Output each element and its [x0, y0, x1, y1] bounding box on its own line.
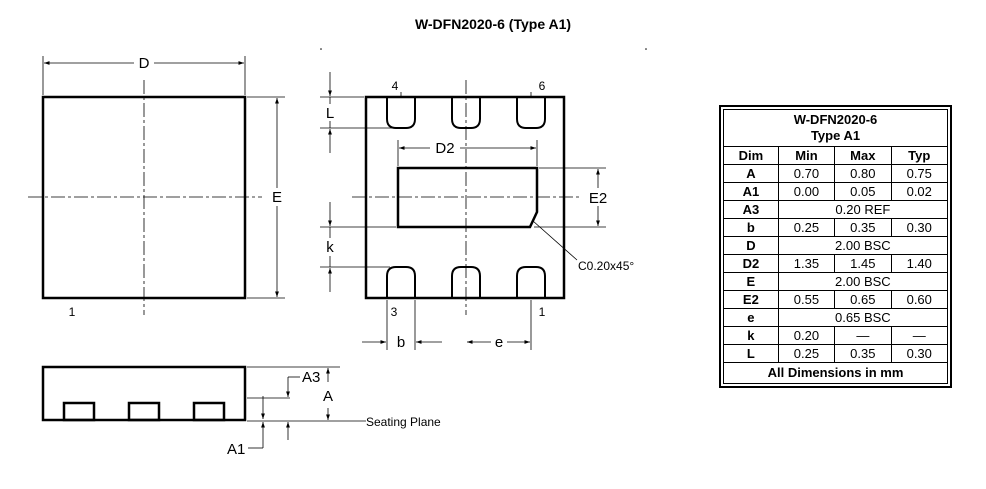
dim-cell: A1: [723, 182, 779, 201]
min-cell: 1.35: [777, 254, 836, 273]
side-lead-2: [127, 401, 161, 422]
dim-cell: A3: [723, 200, 779, 219]
top-view: D E 1: [28, 54, 285, 319]
dim-e-label: E: [272, 189, 282, 206]
pin6-label: 6: [539, 79, 546, 93]
dim-e-pitch-label: e: [495, 334, 503, 351]
col-header-typ: Typ: [890, 146, 949, 165]
side-lead-1: [62, 401, 96, 422]
max-cell: 0.35: [834, 218, 892, 237]
pin1-label: 1: [539, 305, 546, 319]
max-cell: —: [834, 326, 892, 345]
col-header-min: Min: [777, 146, 836, 165]
dim-cell: D2: [723, 254, 779, 273]
span-value-cell: 0.65 BSC: [777, 308, 949, 327]
seating-plane-label: Seating Plane: [366, 415, 441, 429]
typ-cell: 0.75: [890, 164, 949, 183]
bottom-view-body: [364, 95, 566, 300]
dim-e2-label: E2: [589, 190, 607, 207]
dim-cell: E2: [723, 290, 779, 309]
min-cell: 0.20: [777, 326, 836, 345]
pad-bottom-right: [516, 266, 546, 298]
dim-d2-label: D2: [435, 140, 454, 157]
min-cell: 0.25: [777, 344, 836, 363]
dim-k-label: k: [326, 239, 334, 256]
dim-cell: D: [723, 236, 779, 255]
table-title-line2: Type A1: [810, 128, 861, 143]
bottom-view: 4 6 3 1 L D2 E2 k C0.20: [320, 72, 634, 351]
pad-bottom-center: [451, 266, 481, 298]
typ-cell: —: [890, 326, 949, 345]
dim-cell: E: [723, 272, 779, 291]
dim-cell: e: [723, 308, 779, 327]
table-footer: All Dimensions in mm: [723, 362, 948, 384]
max-cell: 0.65: [834, 290, 892, 309]
min-cell: 0.00: [777, 182, 836, 201]
dim-a-label: A: [323, 388, 333, 405]
col-header-dim: Dim: [723, 146, 779, 165]
span-value-cell: 2.00 BSC: [777, 272, 949, 291]
typ-cell: 0.30: [890, 218, 949, 237]
side-view: A3 A A1 Seating Plane: [41, 365, 441, 458]
dim-cell: A: [723, 164, 779, 183]
table-title-line1: W-DFN2020-6: [793, 112, 878, 127]
dim-b-label: b: [397, 334, 405, 351]
typ-cell: 1.40: [890, 254, 949, 273]
dim-cell: L: [723, 344, 779, 363]
pin1-marker: 1: [69, 305, 76, 319]
dim-cell: b: [723, 218, 779, 237]
col-header-max: Max: [834, 146, 892, 165]
pad-top-left: [386, 97, 416, 129]
side-view-body: [41, 365, 247, 422]
max-cell: 0.05: [834, 182, 892, 201]
dim-d-label: D: [139, 55, 150, 72]
table-title: W-DFN2020-6 Type A1: [723, 109, 948, 147]
max-cell: 0.35: [834, 344, 892, 363]
side-lead-3: [192, 401, 226, 422]
span-value-cell: 2.00 BSC: [777, 236, 949, 255]
max-cell: 0.80: [834, 164, 892, 183]
typ-cell: 0.60: [890, 290, 949, 309]
dim-a3-label: A3: [302, 369, 320, 386]
pin4-label: 4: [392, 79, 399, 93]
min-cell: 0.70: [777, 164, 836, 183]
min-cell: 0.55: [777, 290, 836, 309]
dim-cell: k: [723, 326, 779, 345]
drawing-title: W-DFN2020-6 (Type A1): [414, 16, 572, 32]
chamfer-label: C0.20x45°: [578, 259, 634, 273]
pad-top-center: [451, 97, 481, 129]
dim-a1-label: A1: [227, 441, 245, 458]
exposed-pad: [396, 166, 539, 229]
pad-bottom-left: [386, 266, 416, 298]
typ-cell: 0.30: [890, 344, 949, 363]
span-value-cell: 0.20 REF: [777, 200, 949, 219]
pad-top-right: [516, 97, 546, 129]
max-cell: 1.45: [834, 254, 892, 273]
dim-l-label: L: [326, 105, 334, 122]
pin3-label: 3: [391, 305, 398, 319]
min-cell: 0.25: [777, 218, 836, 237]
typ-cell: 0.02: [890, 182, 949, 201]
